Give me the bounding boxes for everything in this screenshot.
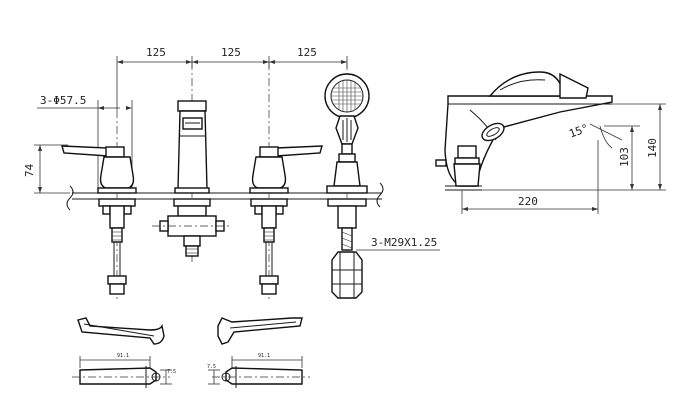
- dim-right-small: 7.5: [207, 364, 216, 370]
- dim-spacing-1: 125: [146, 46, 166, 59]
- left-handle-detail: 91.1 7.5: [72, 317, 176, 388]
- right-handle-detail: 91.1 7.5: [207, 317, 310, 388]
- top-spacing-dimensions: 125 125 125: [116, 46, 348, 110]
- dim-thread: 3-M29X1.25: [371, 236, 437, 249]
- left-handle-valve: [61, 110, 137, 300]
- dim-left-small: 7.5: [167, 369, 176, 375]
- hole-diameter-dimension: 3-Φ57.5: [37, 94, 133, 190]
- right-handle-valve: [249, 62, 323, 300]
- center-spout: [152, 62, 232, 262]
- dim-right-length: 91.1: [258, 353, 270, 359]
- side-view: 15° 103 140 220: [435, 71, 666, 214]
- dim-spacing-2: 125: [221, 46, 241, 59]
- dim-spout-height: 103: [618, 147, 631, 167]
- dim-spacing-3: 125: [297, 46, 317, 59]
- dim-total-height: 140: [646, 138, 659, 158]
- dim-length: 220: [518, 195, 538, 208]
- dim-angle: 15°: [567, 122, 590, 141]
- hand-shower: 3-M29X1.25: [324, 62, 440, 299]
- dim-hole-diameter: 3-Φ57.5: [40, 94, 86, 107]
- dim-left-length: 91.1: [117, 353, 129, 359]
- handle-height-dimension: 74: [23, 144, 70, 194]
- dim-handle-height: 74: [23, 163, 36, 177]
